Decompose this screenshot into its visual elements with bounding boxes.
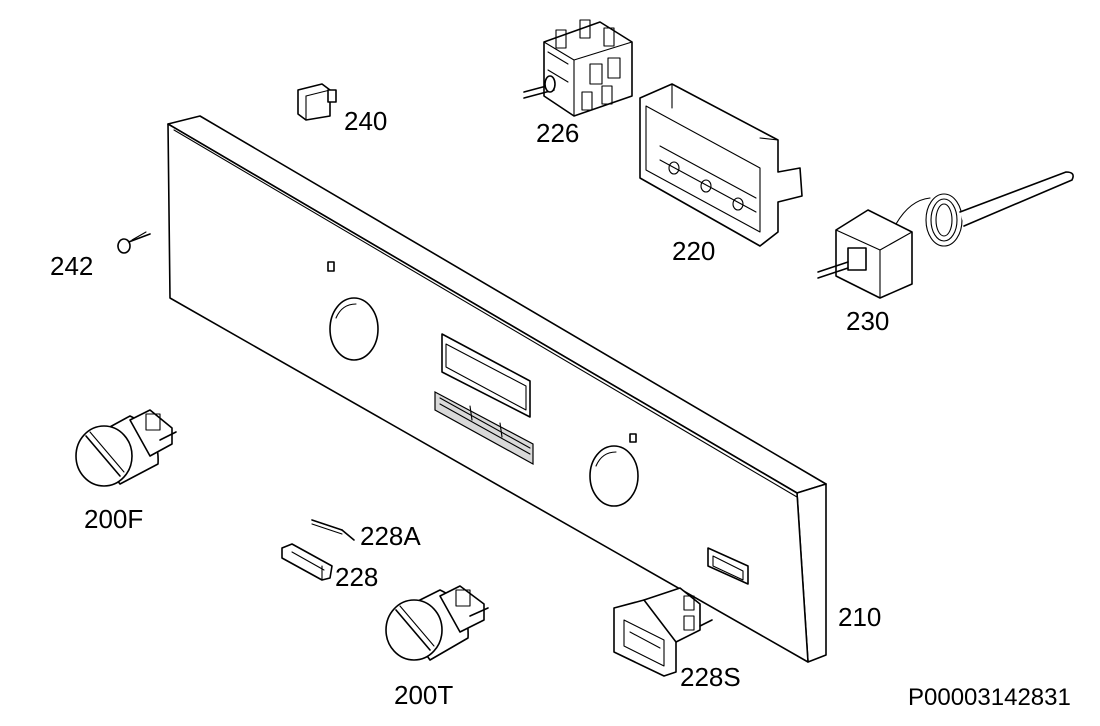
part-226-selector-switch xyxy=(523,19,633,117)
panel-socket-window xyxy=(707,547,749,585)
part-228s-socket xyxy=(613,587,713,677)
label-228s: 228S xyxy=(680,662,741,692)
part-228a-pin xyxy=(311,519,355,541)
part-200t-knob xyxy=(385,585,489,661)
part-240-cap xyxy=(297,83,337,121)
label-200t: 200T xyxy=(394,680,454,710)
label-228a: 228A xyxy=(360,521,421,551)
part-228-button-bar xyxy=(281,543,333,581)
label-228: 228 xyxy=(335,562,379,592)
label-220: 220 xyxy=(672,236,716,266)
label-240: 240 xyxy=(344,106,388,136)
part-242-screw xyxy=(117,231,151,254)
panel-display-window xyxy=(441,333,531,418)
control-panel-210 xyxy=(167,115,827,663)
part-230-thermostat xyxy=(817,171,1074,299)
panel-knob-hole-right xyxy=(589,445,639,507)
label-226: 226 xyxy=(536,118,580,148)
label-200f: 200F xyxy=(84,504,144,534)
label-230: 230 xyxy=(846,306,890,336)
part-220-display-frame xyxy=(639,83,803,247)
reference-number: P00003142831 xyxy=(908,684,1071,711)
panel-knob-hole-left xyxy=(329,297,379,361)
part-200f-knob xyxy=(75,409,177,487)
label-242: 242 xyxy=(50,251,94,281)
label-210: 210 xyxy=(838,602,882,632)
